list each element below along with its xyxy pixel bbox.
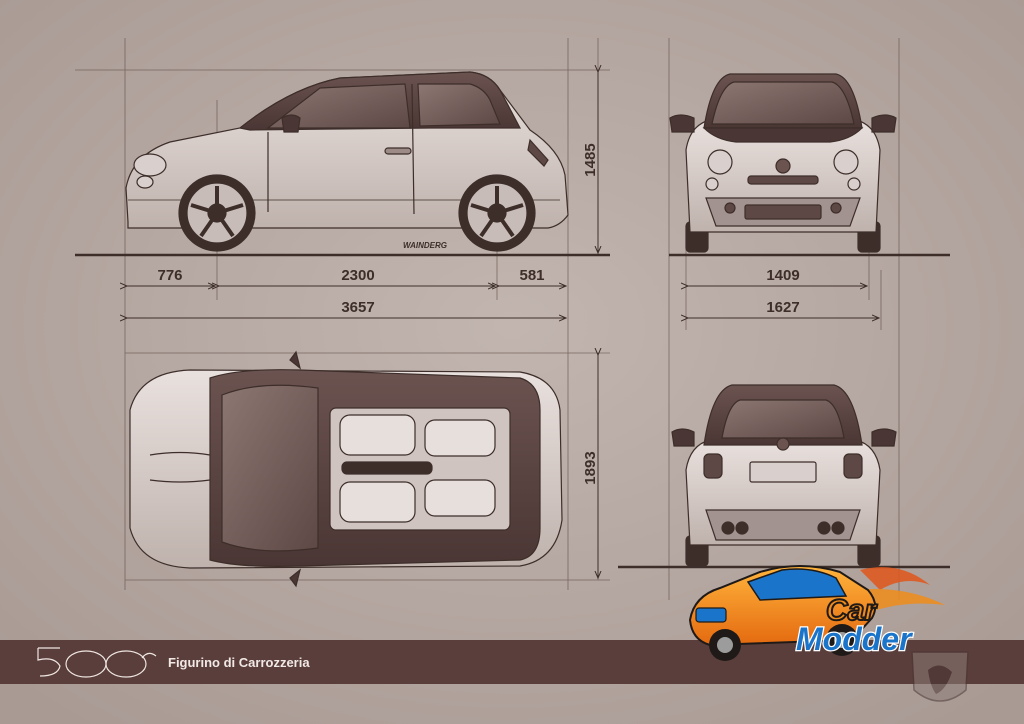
dim-width: 1627: [766, 299, 799, 316]
top-windscreen: [221, 384, 319, 552]
car-side-view: WAINDERG: [125, 71, 569, 252]
dimension-arrows: [127, 72, 879, 578]
left-mirror: [669, 114, 695, 133]
dim-rear-overhang: 581: [519, 267, 544, 284]
logo-word-modder: Modder: [796, 621, 913, 657]
side-mirror: [281, 114, 301, 133]
dim-width-mirrors: 1893: [582, 451, 599, 484]
logo-word-car: Car: [826, 594, 878, 627]
car-front-view: [669, 73, 897, 253]
right-mirror: [871, 114, 897, 133]
fiat-500-logo: [37, 647, 157, 678]
dim-front-overhang: 776: [157, 267, 182, 284]
side-badge: WAINDERG: [403, 241, 447, 250]
rear-window: [721, 399, 845, 439]
dim-track: 1409: [766, 267, 799, 284]
car-top-view: [129, 350, 563, 588]
footer-caption: Figurino di Carrozzeria: [168, 655, 310, 670]
dim-height: 1485: [582, 143, 599, 176]
abarth-shield-icon: [911, 651, 969, 702]
side-window-rear: [417, 83, 501, 127]
car-rear-view: [671, 384, 897, 567]
windscreen: [711, 81, 855, 125]
car-modder-logo: Car Modder: [688, 565, 945, 661]
dim-length: 3657: [341, 299, 374, 316]
side-window-front: [266, 83, 411, 129]
dim-wheelbase: 2300: [341, 267, 374, 284]
